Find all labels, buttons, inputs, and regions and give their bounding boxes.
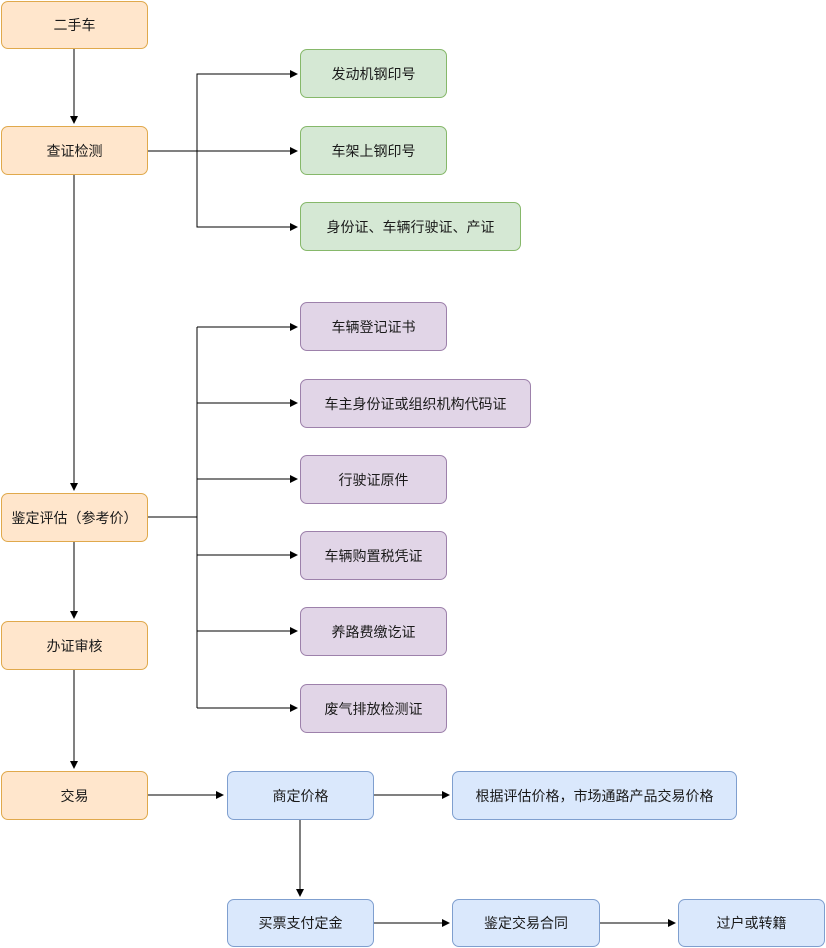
node-invoice-deposit: 买票支付定金 [227,899,374,947]
node-owner-id: 车主身份证或组织机构代码证 [300,379,531,428]
edge-inspection-engine [196,70,298,151]
node-registration-cert: 车辆登记证书 [300,302,447,351]
edge-appraisal-trunk [148,327,198,708]
node-contract: 鉴定交易合同 [452,899,600,947]
node-cert-review: 办证审核 [1,621,148,670]
node-transaction: 交易 [1,771,148,820]
node-emission-test: 废气排放检测证 [300,684,447,733]
node-purchase-tax: 车辆购置税凭证 [300,531,447,580]
node-license-original: 行驶证原件 [300,455,447,504]
node-price-basis: 根据评估价格，市场通路产品交易价格 [452,771,737,820]
node-transfer: 过户或转籍 [678,899,825,947]
edge-inspection-iddocs [196,151,298,231]
node-frame-number: 车架上钢印号 [300,126,447,175]
node-engine-number: 发动机钢印号 [300,49,447,98]
node-used-car: 二手车 [1,1,148,49]
node-inspection: 查证检测 [1,126,148,175]
node-road-fee: 养路费缴讫证 [300,607,447,656]
node-appraisal: 鉴定评估（参考价） [1,493,148,542]
node-negotiate-price: 商定价格 [227,771,374,820]
node-id-docs: 身份证、车辆行驶证、产证 [300,202,521,251]
